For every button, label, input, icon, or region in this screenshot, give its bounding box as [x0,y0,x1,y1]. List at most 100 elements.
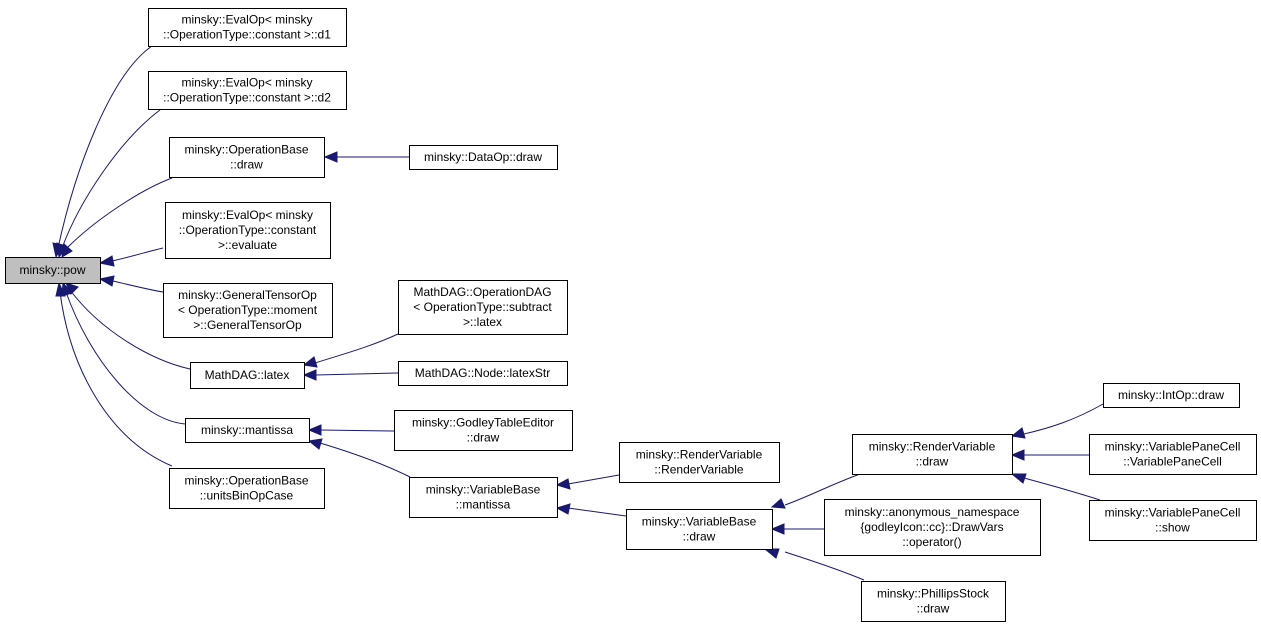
node-box [163,283,333,338]
node-label-line: minsky::VariablePaneCell [1105,506,1241,520]
node-box [1103,383,1240,408]
edge-pow-gentensorop [98,275,164,293]
node-varbase-mantissa[interactable]: minsky::VariableBase::mantissa [409,477,558,518]
node-label-line: minsky::RenderVariable [869,440,996,454]
node-label-line: ::unitsBinOpCase [200,489,294,503]
edge-varbase-mantissa-rendervar-ctor [555,474,620,490]
node-label-line: minsky::pow [19,263,85,277]
node-label-line: minsky::EvalOp< minsky [182,208,313,222]
arrowhead [763,548,780,559]
edge-rendervar-draw-intop-draw [1010,403,1104,439]
node-label-line: minsky::OperationBase [184,474,308,488]
node-label-line: minsky::VariableBase [642,515,757,529]
node-label-line: MathDAG::OperationDAG [413,285,551,299]
arrowhead [98,275,115,287]
node-phillips-draw[interactable]: minsky::PhillipsStock::draw [861,581,1006,622]
edge-mantissa-godley-draw [307,424,395,436]
arrowhead [770,523,785,535]
node-label-line: minsky::VariableBase [426,483,541,497]
node-label-line: ::mantissa [456,498,511,512]
edge-pow-mantissa [61,281,186,425]
node-gentensorop[interactable]: minsky::GeneralTensorOp< OperationType::… [163,283,333,338]
arrowhead [770,498,786,509]
edge-pow-evalop-d2 [56,109,161,259]
arrowhead [98,255,115,267]
node-box [148,8,347,47]
node-box [165,202,331,259]
node-box [5,257,101,284]
arrowhead [1010,427,1026,439]
node-label-line: {godleyIcon::cc}::DrawVars [860,520,1003,534]
node-label-line: ::OperationType::constant >::d1 [163,28,331,42]
node-evalop-d2[interactable]: minsky::EvalOp< minsky::OperationType::c… [148,71,347,110]
node-node-latexstr[interactable]: MathDAG::Node::latexStr [398,361,568,386]
node-box [394,410,573,451]
node-opdag-latex[interactable]: MathDAG::OperationDAG< OperationType::su… [398,280,568,335]
node-label-line: minsky::GeneralTensorOp [178,288,317,302]
node-opbase-draw[interactable]: minsky::OperationBase::draw [169,137,325,178]
node-label-line: ::show [1155,521,1190,535]
edge-pow-units-binop [55,281,173,467]
node-varbase-draw[interactable]: minsky::VariableBase::draw [626,509,773,550]
node-mantissa[interactable]: minsky::mantissa [185,418,310,443]
edge-pow-evalop-evaluate [98,247,164,267]
node-box [619,442,780,483]
arrowhead [307,424,322,436]
node-label-line: >::GeneralTensorOp [193,318,302,332]
node-label-line: ::OperationType::constant [179,223,317,237]
arrowhead [555,478,571,490]
node-label-line: ::draw [917,602,950,616]
node-label-line: minsky::OperationBase [184,143,308,157]
node-evalop-evaluate[interactable]: minsky::EvalOp< minsky::OperationType::c… [165,202,331,259]
node-box [398,280,568,335]
node-label-line: ::draw [467,431,500,445]
node-godley-draw[interactable]: minsky::GodleyTableEditor::draw [394,410,573,451]
edge-opbase-draw-dataop-draw [323,151,409,163]
node-label-line: ::VariablePaneCell [1123,455,1222,469]
node-label-line: minsky::anonymous_namespace [845,505,1020,519]
node-mathdag-latex[interactable]: MathDAG::latex [190,362,305,389]
node-box [398,361,568,386]
edge-mathdag-latex-node-latexstr [302,369,399,381]
node-dataop-draw[interactable]: minsky::DataOp::draw [409,145,558,170]
node-label-line: minsky::VariablePaneCell [1105,440,1241,454]
node-label-line: ::draw [230,158,263,172]
node-units-binop[interactable]: minsky::OperationBase::unitsBinOpCase [169,468,325,509]
node-box [185,418,310,443]
arrowhead [55,281,66,297]
node-rendervar-ctor[interactable]: minsky::RenderVariable::RenderVariable [619,442,780,483]
arrowhead [302,369,317,381]
edge-pow-evalop-d1 [52,45,153,259]
node-box [169,137,325,178]
node-label-line: minsky::RenderVariable [636,448,763,462]
node-label-line: >::latex [463,315,502,329]
node-vpc-ctor[interactable]: minsky::VariablePaneCell::VariablePaneCe… [1089,434,1257,475]
node-box [190,362,305,389]
node-evalop-d1[interactable]: minsky::EvalOp< minsky::OperationType::c… [148,8,347,47]
edge-pow-opbase-draw [61,177,173,258]
node-pow[interactable]: minsky::pow [5,257,101,284]
edge-rendervar-draw-vpc-show [1010,473,1101,501]
nodes-layer: minsky::pow minsky::EvalOp< minsky::Opera… [5,8,1257,622]
node-rendervar-draw[interactable]: minsky::RenderVariable::draw [852,434,1013,475]
node-box [409,477,558,518]
node-label-line: ::RenderVariable [654,463,743,477]
arrowhead [323,151,338,163]
node-box [1089,500,1257,541]
node-box [824,499,1041,556]
arrowhead [1010,473,1027,484]
node-box [626,509,773,550]
node-label-line: MathDAG::Node::latexStr [415,366,550,380]
node-label-line: minsky::DataOp::draw [424,150,542,164]
node-box [169,468,325,509]
node-label-line: >::evaluate [218,238,277,252]
node-label-line: minsky::IntOp::draw [1118,388,1224,402]
node-drawvars-op[interactable]: minsky::anonymous_namespace{godleyIcon::… [824,499,1041,556]
node-label-line: ::operator() [902,535,961,549]
arrowhead [302,356,318,368]
node-box [861,581,1006,622]
node-intop-draw[interactable]: minsky::IntOp::draw [1103,383,1240,408]
arrowhead [307,438,323,450]
node-vpc-show[interactable]: minsky::VariablePaneCell::show [1089,500,1257,541]
